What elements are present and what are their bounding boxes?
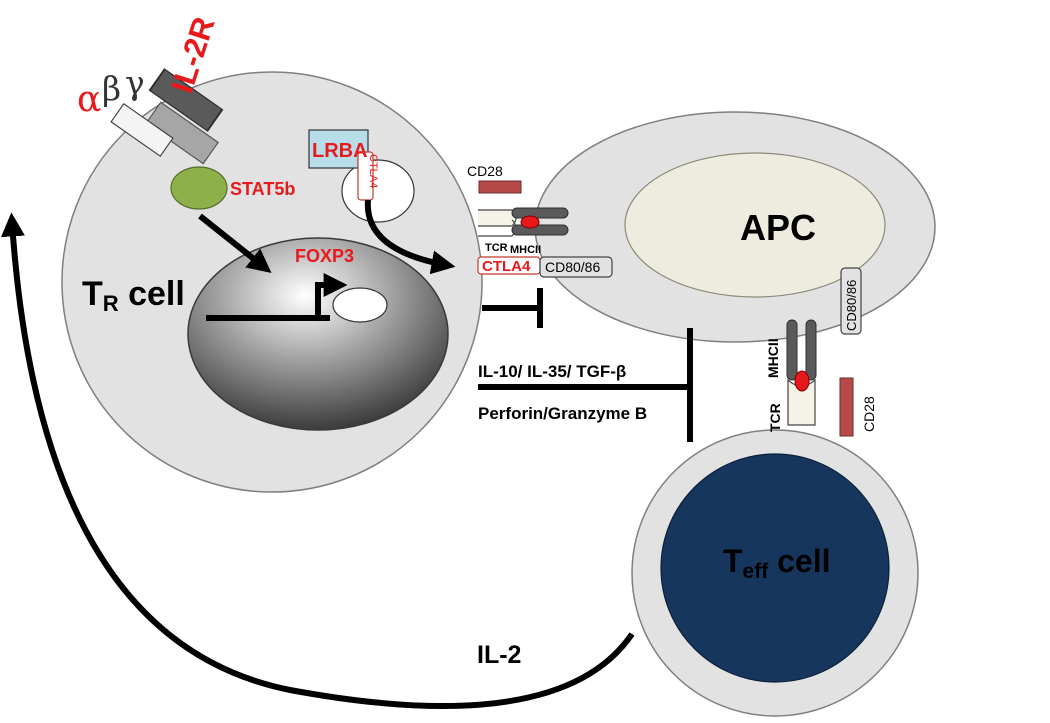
stat5b-to-nucleus-arrow bbox=[198, 213, 272, 273]
vesicle-ctla4-label: CTLA4 bbox=[367, 154, 379, 188]
cd80-86-right-label: CD80/86 bbox=[844, 280, 859, 331]
cytokines-label: IL-10/ IL-35/ TGF-β bbox=[478, 362, 626, 381]
il2r-gamma-chain bbox=[148, 68, 224, 132]
tr-cell-label: TR cell bbox=[82, 275, 185, 316]
teff-cell-nucleus bbox=[660, 453, 890, 683]
cd28-right bbox=[839, 377, 854, 437]
tr-cell-nucleus bbox=[187, 237, 449, 431]
cd28-top-label: CD28 bbox=[467, 163, 503, 179]
mhcii-top-label: MHCII bbox=[510, 244, 541, 256]
ctla4-inhibition-symbol bbox=[482, 288, 543, 328]
gamma-label: γ bbox=[125, 63, 145, 102]
mhcii-tcr-right-complex bbox=[786, 319, 817, 426]
apc-nucleus bbox=[624, 152, 886, 298]
ctla4-trafficking-arrow bbox=[364, 199, 456, 275]
alpha-label: α bbox=[77, 79, 101, 120]
teff-cell-label: Teff cell bbox=[723, 543, 830, 583]
lrba-label: LRBA bbox=[312, 140, 368, 162]
cytokine-inhibition-symbol bbox=[478, 328, 693, 442]
cd80-86-top-label: CD80/86 bbox=[545, 259, 600, 275]
cd80-86-top-box bbox=[539, 256, 613, 278]
cd80-86-right-box bbox=[840, 267, 862, 335]
perforin-label: Perforin/Granzyme B bbox=[478, 404, 647, 423]
il2-label: IL-2 bbox=[477, 641, 521, 669]
ctla4-surface-label: CTLA4 bbox=[482, 258, 531, 275]
stat5b-label: STAT5b bbox=[230, 179, 295, 199]
stat5b-protein bbox=[170, 166, 228, 210]
foxp3-mrna bbox=[332, 287, 388, 323]
il2-feedback-arrow bbox=[0, 212, 635, 709]
il2r-beta-chain bbox=[145, 101, 219, 165]
foxp3-label: FOXP3 bbox=[295, 246, 354, 266]
tcr-right-label: TCR bbox=[767, 403, 783, 432]
cd28-right-label: CD28 bbox=[861, 396, 877, 432]
mhcii-right-label: MHCII bbox=[765, 338, 781, 378]
tcr-top-label: TCR bbox=[485, 242, 508, 254]
il2r-alpha-chain bbox=[110, 102, 174, 158]
cd28-top bbox=[478, 180, 522, 194]
beta-label: β bbox=[102, 69, 121, 108]
tcr-mhcii-top-complex bbox=[478, 207, 569, 237]
foxp3-gene-promoter bbox=[206, 273, 348, 321]
il2-receptor bbox=[110, 68, 224, 165]
apc-label: APC bbox=[740, 207, 816, 248]
